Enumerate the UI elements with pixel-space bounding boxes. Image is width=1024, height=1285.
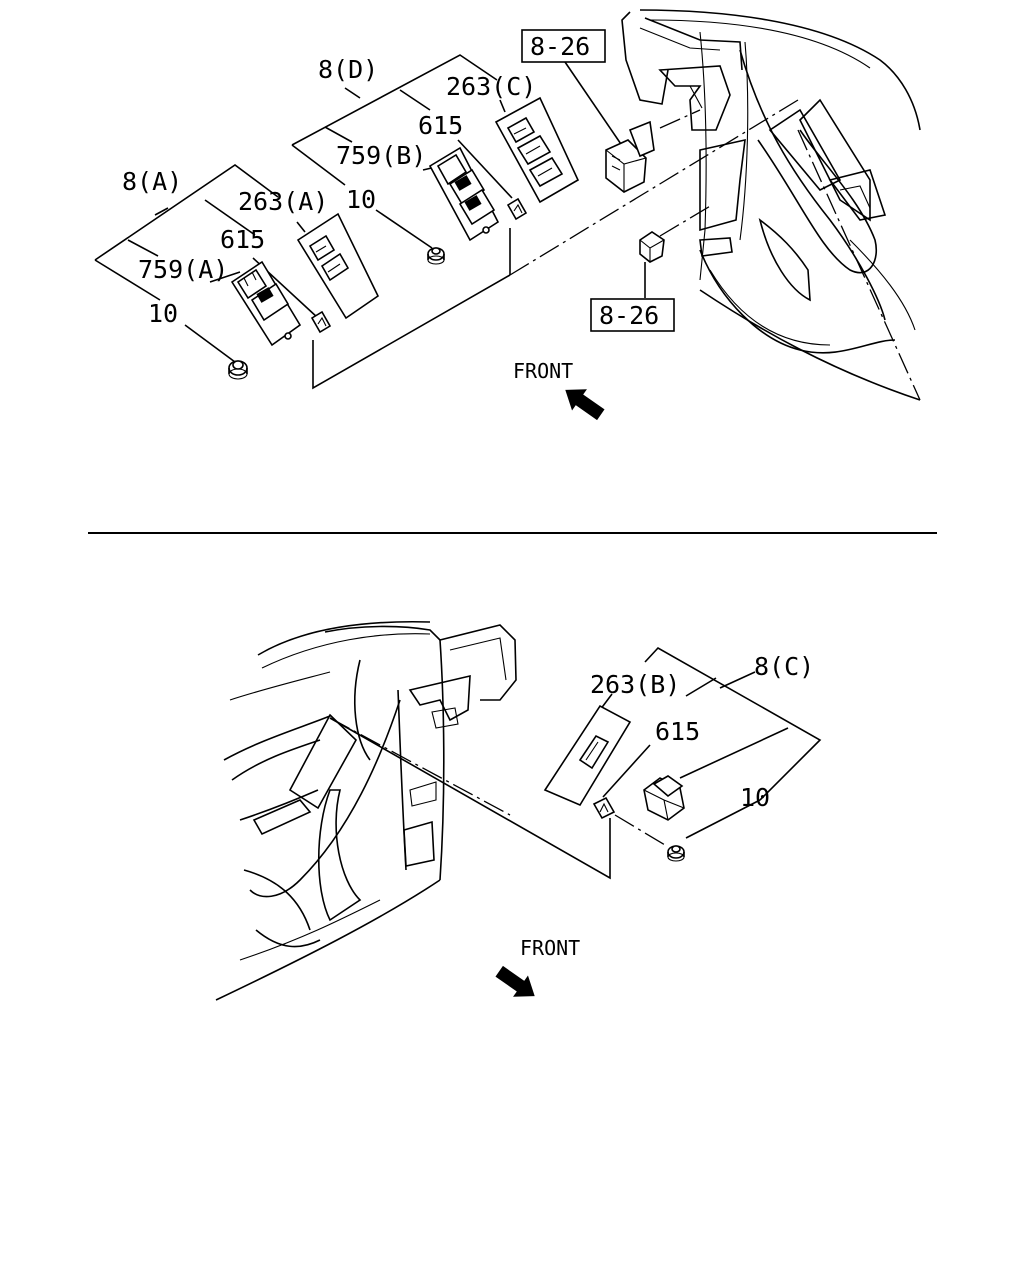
- power-window-switch-icon: [428, 146, 500, 242]
- label-263c: 263(C): [446, 72, 536, 101]
- front-label: FRONT: [520, 936, 580, 960]
- screw-icon: [667, 845, 685, 862]
- clip-icon: [310, 310, 332, 334]
- label-263a: 263(A): [238, 187, 328, 216]
- assembly-bracket-8d: [291, 54, 498, 186]
- label-10: 10: [740, 783, 770, 812]
- door-trim-icon: [621, 9, 921, 401]
- front-direction-arrow: [495, 965, 535, 997]
- assembly-bracket-8a: [94, 164, 279, 301]
- label-263b: 263(B): [590, 670, 680, 699]
- label-615: 615: [655, 717, 700, 746]
- clip-icon: [592, 796, 616, 820]
- screw-icon: [427, 247, 445, 265]
- assembly-bracket-8c: [599, 646, 822, 839]
- top-view: 8(A) 8(D) 263(A) 263(C) 615 615 759(A) 7…: [94, 9, 921, 421]
- front-label: FRONT: [513, 359, 573, 383]
- label-10: 10: [148, 299, 178, 328]
- label-8-26: 8-26: [599, 301, 659, 330]
- label-8-26: 8-26: [530, 32, 590, 61]
- part-ref-box: [590, 298, 675, 332]
- screw-icon: [228, 360, 248, 380]
- power-window-switch-icon: [643, 775, 685, 821]
- door-trim-icon: [215, 620, 517, 1001]
- switch-bezel-icon: [543, 704, 632, 807]
- label-8c: 8(C): [754, 652, 814, 681]
- label-615: 615: [418, 111, 463, 140]
- front-direction-arrow: [565, 389, 605, 421]
- connector-8-26: [639, 231, 665, 263]
- switch-bezel-icon: [296, 212, 380, 320]
- label-615: 615: [220, 225, 265, 254]
- label-8d: 8(D): [318, 55, 378, 84]
- control-unit-8-26: [605, 120, 655, 193]
- part-ref-box: [521, 29, 606, 63]
- clip-icon: [506, 197, 528, 221]
- bottom-view: 263(B) 8(C) 615 10 FRONT: [215, 620, 822, 1001]
- power-window-switch-icon: [230, 260, 302, 347]
- label-10: 10: [346, 185, 376, 214]
- label-759b: 759(B): [336, 141, 426, 170]
- label-8a: 8(A): [122, 167, 182, 196]
- switch-bezel-icon: [494, 96, 580, 204]
- label-759a: 759(A): [138, 255, 228, 284]
